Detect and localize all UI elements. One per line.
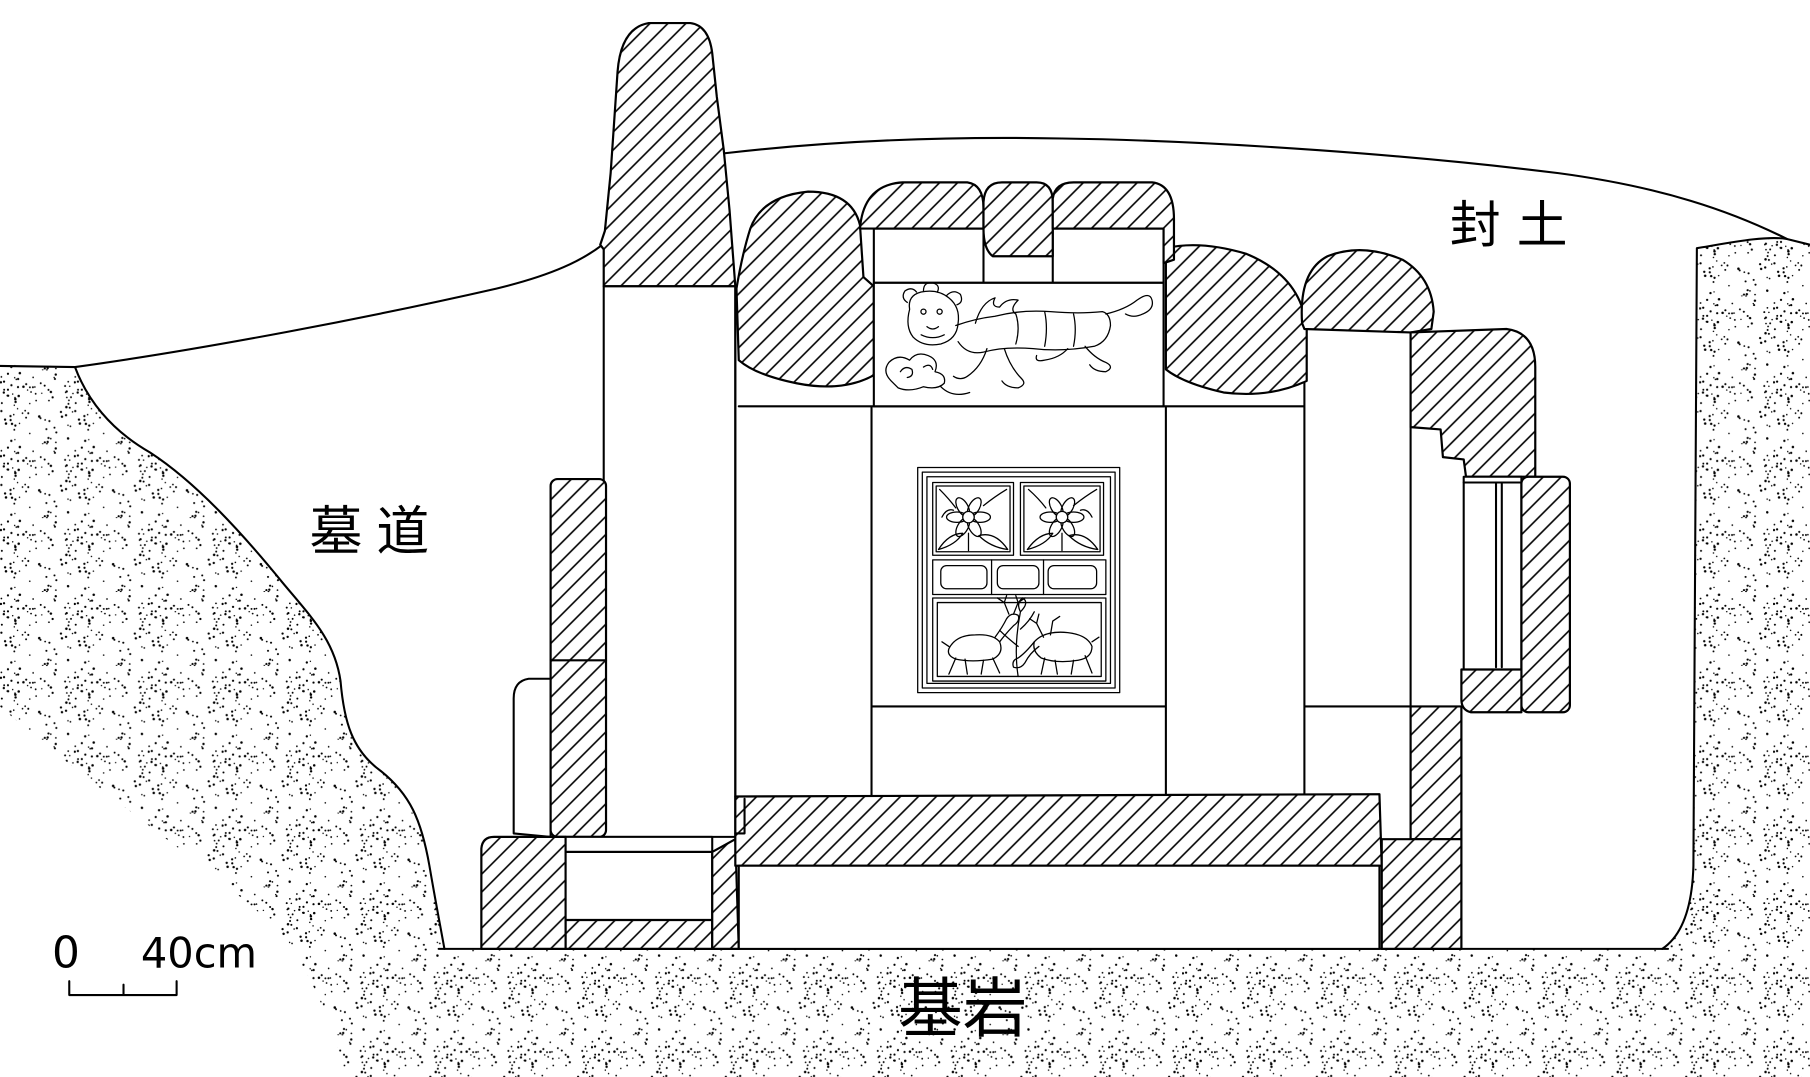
- tiger-mouth: [920, 326, 945, 339]
- scale-bar: 0 40cm: [52, 927, 257, 997]
- door-frame-outer: [917, 466, 1121, 694]
- tiger-flames: [974, 297, 1019, 324]
- bottom-left-lintel: [564, 835, 714, 853]
- deer-left-head: [994, 613, 1020, 643]
- right-small-block: [1460, 668, 1523, 714]
- cartouche-right: [1047, 564, 1098, 590]
- tiger-body: [955, 310, 1112, 354]
- right-earth-boundary: [1661, 236, 1810, 950]
- right-cap-stone: [1300, 249, 1435, 334]
- deer-left-antlers: [996, 595, 1026, 615]
- flower-square-left: [932, 481, 1015, 556]
- tiger-panel: [872, 281, 1165, 408]
- flower-square-left-inner: [935, 485, 1011, 553]
- tiger-front-legs: [952, 347, 1025, 389]
- deer-right-body: [1033, 631, 1093, 663]
- left-top-boulder: [735, 190, 875, 388]
- base-foundation: [737, 864, 1381, 950]
- deer-carving: [941, 595, 1100, 678]
- bottom-left-sill: [564, 918, 714, 950]
- tiger-hind-legs: [1035, 345, 1112, 373]
- bottom-left-block: [480, 835, 567, 950]
- base-platform-notch: [734, 797, 746, 835]
- right-narrow-slab: [1520, 475, 1571, 714]
- door-frame-inner: [926, 476, 1112, 685]
- flower-carving-left: [937, 488, 1009, 552]
- right-stepped-stone: [1409, 327, 1537, 478]
- door-panel: [917, 466, 1121, 694]
- tiger-carving: [885, 282, 1154, 396]
- deer-right-head: [1012, 641, 1040, 669]
- tiger-eye: [920, 308, 927, 315]
- passage-earth-boundary: [73, 366, 446, 950]
- flower-leaves: [1026, 488, 1099, 552]
- base-platform-slab: [734, 793, 1383, 867]
- cartouche-left: [940, 564, 988, 590]
- label-bedrock: 基岩: [898, 972, 1027, 1047]
- deer-right-legs: [1040, 636, 1100, 675]
- cartouche-dividers: [990, 559, 1045, 596]
- cap-stone-1: [858, 181, 985, 230]
- flower-square-right: [1019, 481, 1105, 556]
- cap-stone-3: [1051, 181, 1176, 265]
- scale-length-label: 40cm: [141, 928, 257, 977]
- cartouche-middle: [996, 564, 1040, 590]
- cartouche-row: [932, 559, 1107, 596]
- tall-stone-slab: [599, 21, 737, 288]
- deer-panel: [932, 597, 1107, 682]
- tiger-tail: [1105, 294, 1154, 317]
- tiger-eye: [936, 308, 943, 315]
- deer-left-legs: [941, 641, 1001, 675]
- door-frame-middle: [921, 471, 1116, 689]
- flower-square-right-inner: [1023, 485, 1101, 553]
- flower-leaves: [937, 488, 1009, 552]
- label-tomb-passage: 墓道: [309, 500, 443, 562]
- flower-center: [1055, 510, 1069, 524]
- scale-bar-line: [68, 980, 178, 997]
- deer-left-body: [947, 634, 1002, 662]
- cap-stone-2: [982, 181, 1054, 258]
- center-plant: [999, 597, 1035, 678]
- left-side-block: [512, 677, 552, 838]
- right-inner-band-lines: [1462, 481, 1523, 669]
- right-inner-band: [1462, 475, 1523, 671]
- cloud-scroll: [885, 353, 971, 396]
- stippled-earth-region: [0, 238, 1810, 1077]
- right-bottom-block: [1380, 838, 1463, 950]
- tiger-mane: [902, 282, 963, 306]
- label-mound-soil: 封土: [1450, 195, 1584, 254]
- tiger-head: [907, 290, 960, 346]
- left-narrow-slab: [549, 477, 608, 838]
- tiger-stripes: [1015, 311, 1076, 347]
- left-pillar: [602, 285, 737, 838]
- scale-zero-label: 0: [52, 927, 80, 978]
- right-lower-block: [1409, 705, 1463, 841]
- deer-right-antlers: [1029, 613, 1061, 638]
- bottom-left-opening: [564, 850, 714, 922]
- flower-carving-right: [1026, 488, 1099, 552]
- ground-line-left: [0, 243, 604, 369]
- mound-outline: [721, 136, 1788, 240]
- flower-center: [962, 510, 975, 524]
